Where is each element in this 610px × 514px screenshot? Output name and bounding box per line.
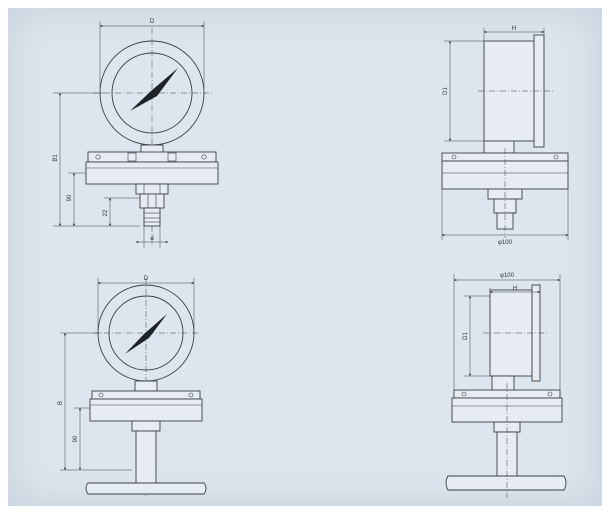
- diaphragm-body-2: [89, 398, 203, 422]
- dim-label-d: d: [150, 236, 153, 242]
- dim-label-phi100: φ100: [498, 240, 513, 246]
- gauge-needle-2: [125, 314, 167, 354]
- gauge-neck-2: [134, 380, 158, 392]
- dim-label-D1-2: D1: [463, 332, 469, 340]
- upper-flange: [87, 151, 217, 163]
- dim-label-D1: D1: [443, 87, 449, 95]
- gauge-needle: [130, 68, 178, 111]
- view-bottom-right-side: φ100 H D1: [445, 273, 567, 498]
- stem-pipe: [135, 430, 157, 484]
- drawing-sheet: D B1 90 22 d: [8, 8, 602, 506]
- gauge-neck-side: [483, 140, 515, 154]
- base-flange-side: [445, 475, 567, 491]
- base-flange: [85, 482, 207, 495]
- gauge-neck-side-2: [491, 375, 515, 391]
- dim-label-B1: B1: [53, 154, 59, 162]
- dim-label-D-2: D: [144, 276, 149, 282]
- dim-label-H: H: [512, 26, 516, 32]
- dim-label-22: 22: [103, 209, 109, 216]
- view-top-right-side: H D1 φ100: [441, 26, 569, 246]
- hex-nut: [139, 193, 165, 209]
- dim-label-D: D: [150, 19, 155, 25]
- view-bottom-left-front: D B 90: [58, 276, 207, 496]
- upper-flange-2: [91, 390, 201, 400]
- threaded-connector: [143, 207, 161, 227]
- dim-label-90-2: 90: [73, 435, 79, 442]
- dim-label-90: 90: [67, 194, 73, 201]
- dim-label-B: B: [58, 401, 64, 405]
- diaphragm-body: [85, 161, 219, 185]
- view-top-left-front: D B1 90 22 d: [53, 19, 219, 248]
- lower-bolt-block: [135, 183, 169, 195]
- dim-label-phi100-2: φ100: [500, 273, 515, 279]
- lower-bolt-block-2: [131, 420, 161, 432]
- dim-label-H-2: H: [513, 286, 517, 292]
- technical-drawing: D B1 90 22 d: [53, 19, 569, 498]
